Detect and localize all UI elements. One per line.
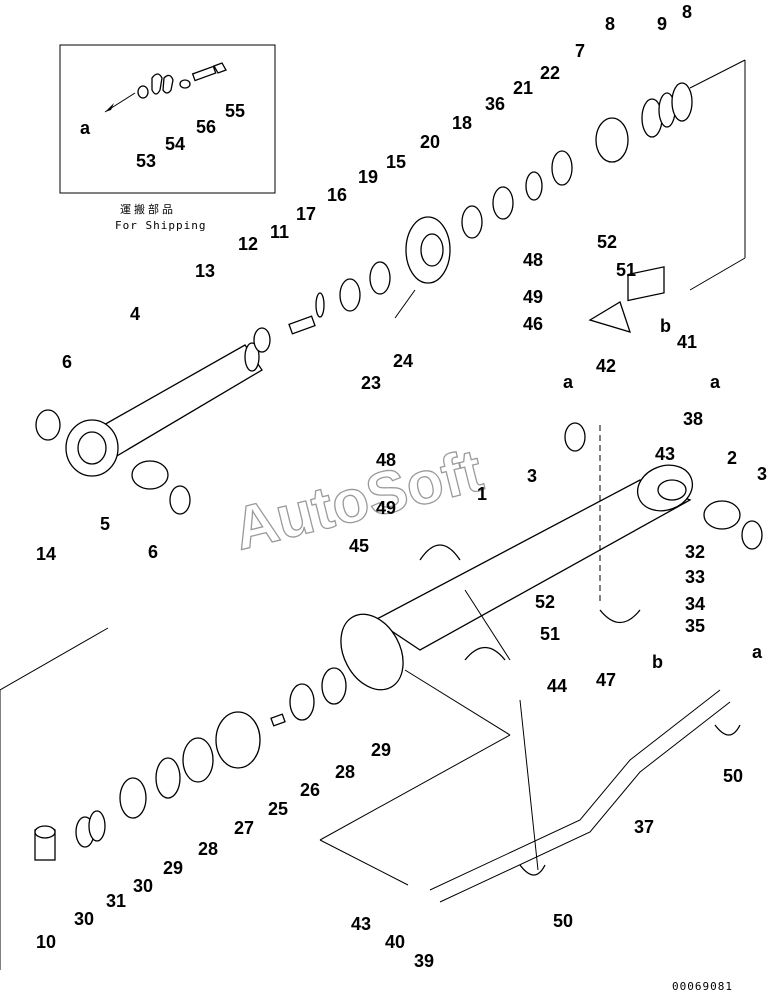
part-number-label: 56 xyxy=(196,117,216,137)
part-number-label: 31 xyxy=(106,891,126,911)
part-number-label: 14 xyxy=(36,544,56,564)
cylinder-head xyxy=(405,216,451,284)
part-number-label: 52 xyxy=(535,592,555,612)
part-number-label: 19 xyxy=(358,167,378,187)
part-number-label: 46 xyxy=(523,314,543,334)
clamps xyxy=(419,301,741,876)
part-number-label: 45 xyxy=(349,536,369,556)
part-number-label: 21 xyxy=(513,78,533,98)
part-labels: 8987222136182015191617111213461456123348… xyxy=(36,2,767,971)
part-number-label: 32 xyxy=(685,542,705,562)
part-number-label: 51 xyxy=(616,260,636,280)
part-number-label: 43 xyxy=(655,444,675,464)
part-number-label: 6 xyxy=(148,542,158,562)
part-number-label: 29 xyxy=(163,858,183,878)
part-number-label: 37 xyxy=(634,817,654,837)
doc-number: 00069081 xyxy=(672,980,733,993)
part-number-label: 34 xyxy=(685,594,705,614)
pipe-37 xyxy=(429,689,731,903)
part-number-label: 17 xyxy=(296,204,316,224)
part-number-label: 43 xyxy=(351,914,371,934)
leader-lines xyxy=(0,59,746,970)
view-markers: a a a b b xyxy=(563,316,763,672)
part-number-label: 4 xyxy=(130,304,140,324)
part-number-label: 51 xyxy=(540,624,560,644)
part-number-label: 30 xyxy=(74,909,94,929)
inset-caption-en: For Shipping xyxy=(115,219,206,232)
part-number-label: 15 xyxy=(386,152,406,172)
part-number-label: 29 xyxy=(371,740,391,760)
part-number-label: 10 xyxy=(36,932,56,952)
part-number-label: 49 xyxy=(523,287,543,307)
part-number-label: 8 xyxy=(605,14,615,34)
part-number-label: 9 xyxy=(657,14,667,34)
part-number-label: 5 xyxy=(100,514,110,534)
piston-parts xyxy=(34,667,347,861)
view-b-2: b xyxy=(652,652,663,672)
part-number-label: 7 xyxy=(575,41,585,61)
part-number-label: 38 xyxy=(683,409,703,429)
part-number-label: 2 xyxy=(727,448,737,468)
view-a-1: a xyxy=(563,372,574,392)
part-number-label: 55 xyxy=(225,101,245,121)
part-number-label: 50 xyxy=(553,911,573,931)
part-number-label: 6 xyxy=(62,352,72,372)
part-number-label: 28 xyxy=(198,839,218,859)
seals-top xyxy=(253,82,693,353)
bushings xyxy=(35,409,763,550)
part-number-label: 3 xyxy=(527,466,537,486)
view-b-1: b xyxy=(660,316,671,336)
part-number-label: 39 xyxy=(414,951,434,971)
view-a-3: a xyxy=(752,642,763,662)
part-number-label: 23 xyxy=(361,373,381,393)
part-number-label: 53 xyxy=(136,151,156,171)
part-number-label: 44 xyxy=(547,676,567,696)
part-number-label: 13 xyxy=(195,261,215,281)
part-number-label: 40 xyxy=(385,932,405,952)
part-number-label: 41 xyxy=(677,332,697,352)
part-number-label: 33 xyxy=(685,567,705,587)
part-number-label: 54 xyxy=(165,134,185,154)
part-number-label: 18 xyxy=(452,113,472,133)
part-number-label: 1 xyxy=(477,484,487,504)
part-number-label: 52 xyxy=(597,232,617,252)
part-number-label: 11 xyxy=(270,222,289,242)
part-number-label: 49 xyxy=(376,498,396,518)
piston-rod xyxy=(65,342,263,477)
inset-arrow-label: a xyxy=(80,118,91,138)
inset-caption-jp: 運搬部品 xyxy=(120,202,176,216)
cylinder-body xyxy=(340,266,694,691)
shipping-inset: a 運搬部品 For Shipping xyxy=(59,44,276,232)
part-number-label: 48 xyxy=(376,450,396,470)
part-number-label: 48 xyxy=(523,250,543,270)
part-number-label: 3 xyxy=(757,464,767,484)
part-number-label: 27 xyxy=(234,818,254,838)
part-number-label: 30 xyxy=(133,876,153,896)
part-number-label: 12 xyxy=(238,234,258,254)
part-number-label: 35 xyxy=(685,616,705,636)
part-number-label: 26 xyxy=(300,780,320,800)
part-number-label: 28 xyxy=(335,762,355,782)
part-number-label: 25 xyxy=(268,799,288,819)
part-number-label: 42 xyxy=(596,356,616,376)
part-number-label: 16 xyxy=(327,185,347,205)
part-number-label: 36 xyxy=(485,94,505,114)
part-number-label: 24 xyxy=(393,351,413,371)
part-number-label: 47 xyxy=(596,670,616,690)
part-number-label: 50 xyxy=(723,766,743,786)
part-number-label: 8 xyxy=(682,2,692,22)
part-number-label: 22 xyxy=(540,63,560,83)
view-a-2: a xyxy=(710,372,721,392)
part-number-label: 20 xyxy=(420,132,440,152)
